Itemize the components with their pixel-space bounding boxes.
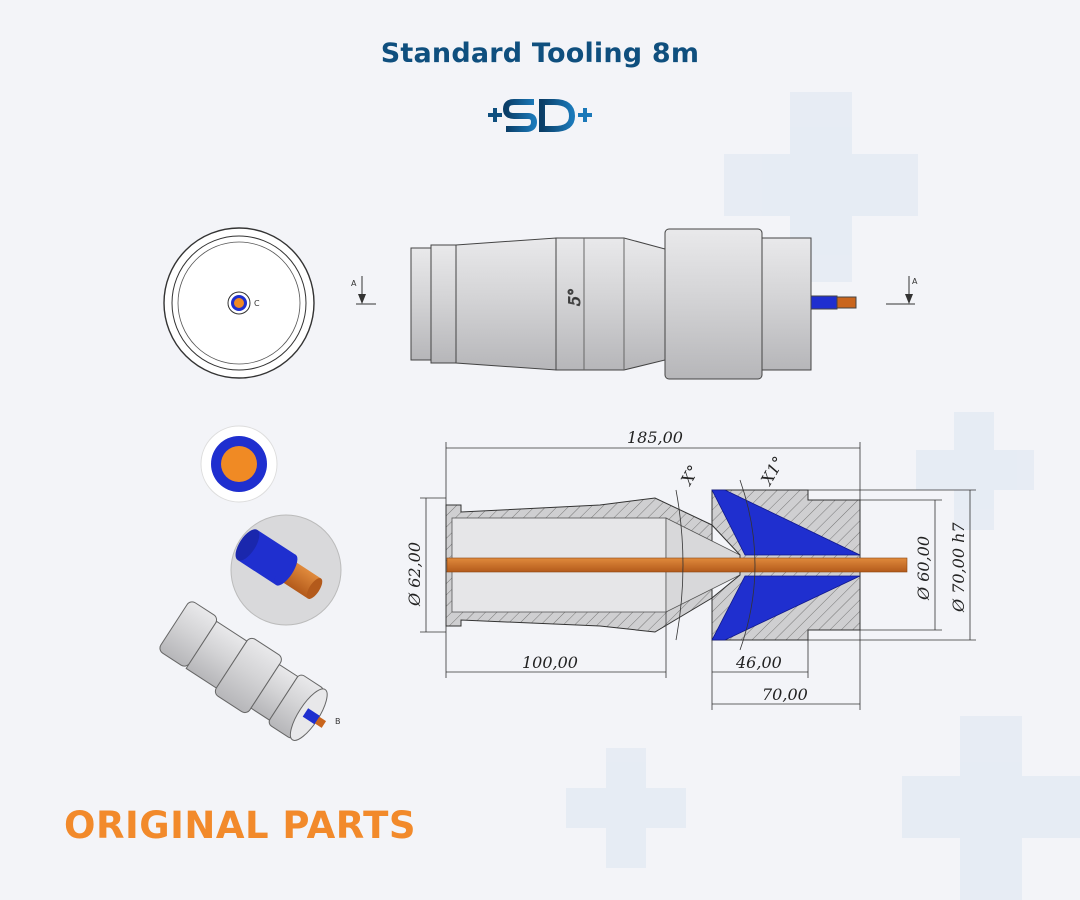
section-label-a-right: A bbox=[912, 277, 918, 286]
dimension-left-length: 100,00 bbox=[522, 653, 578, 672]
isometric-tool bbox=[159, 601, 328, 741]
dimension-middle-length: 46,00 bbox=[735, 653, 782, 672]
front-view: C bbox=[163, 227, 315, 379]
cross-section bbox=[445, 479, 908, 651]
cable-section-icon bbox=[200, 425, 278, 503]
dimension-diameter-left: Ø 62,00 bbox=[405, 542, 424, 607]
background-cross-middle-right bbox=[916, 412, 1034, 530]
dimension-diameter-outer-right: Ø 70,00 h7 bbox=[949, 522, 968, 613]
dimension-lines bbox=[420, 442, 976, 710]
view-label-c: C bbox=[254, 299, 260, 308]
taper-angle-label: 5° bbox=[565, 288, 584, 306]
dimension-right-length: 70,00 bbox=[762, 685, 808, 704]
section-label-a-left: A bbox=[351, 279, 357, 288]
angle-x-label: X° bbox=[676, 462, 703, 490]
detail-b bbox=[230, 514, 342, 626]
side-view: 5° bbox=[410, 228, 857, 380]
background-cross-bottom-right bbox=[902, 716, 1080, 900]
dimension-diameter-inner-right: Ø 60,00 bbox=[914, 536, 933, 601]
page-title: Standard Tooling 8m bbox=[380, 38, 700, 69]
sd-logo bbox=[488, 99, 592, 132]
section-marker-left: A bbox=[351, 276, 376, 305]
background-cross-bottom-center bbox=[566, 748, 686, 868]
original-parts-label: ORIGINAL PARTS bbox=[64, 804, 416, 847]
angle-x1-label: X1° bbox=[756, 453, 788, 490]
detail-label-b: B bbox=[335, 717, 341, 726]
section-marker-right: A bbox=[886, 276, 918, 305]
dimension-overall-length: 185,00 bbox=[627, 428, 683, 447]
